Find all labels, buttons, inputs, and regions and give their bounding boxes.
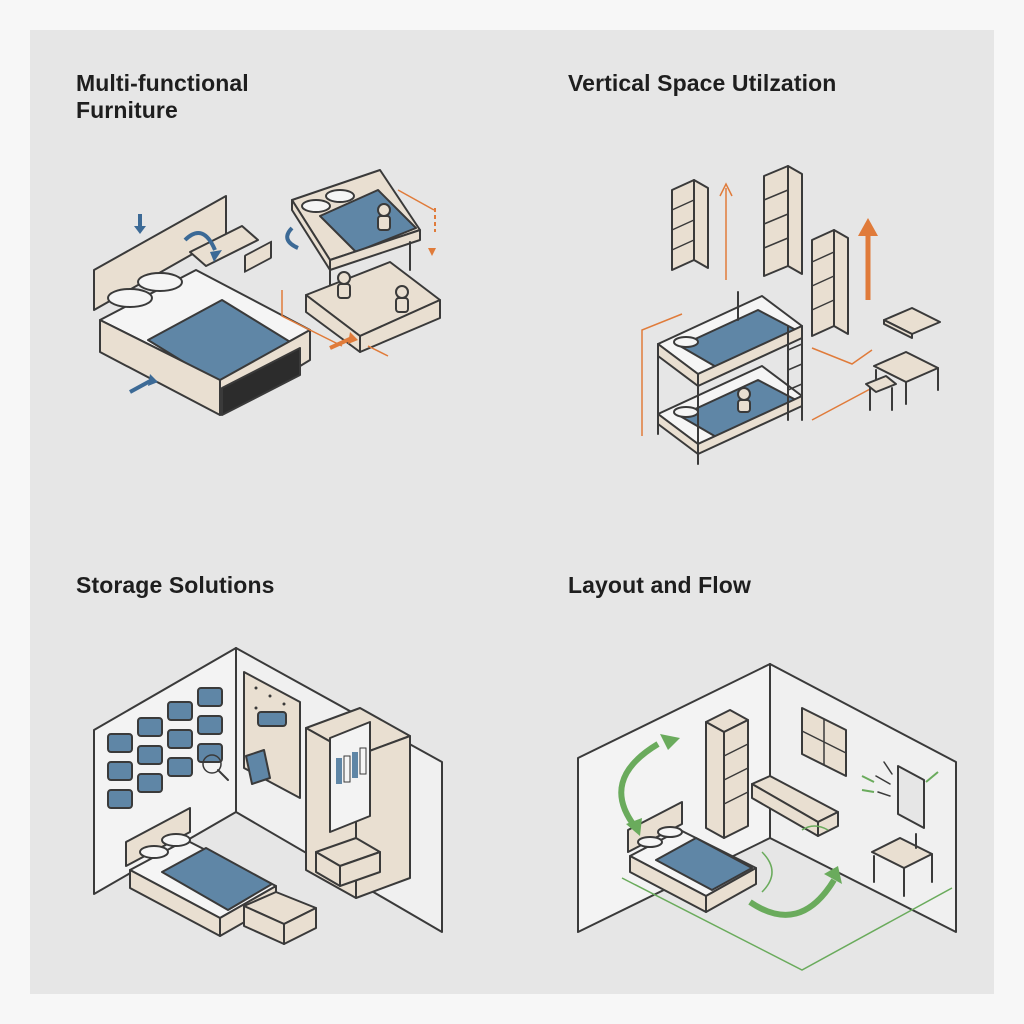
fold-down-desk-icon (183, 225, 259, 267)
panel-title: Layout and Flow (568, 572, 751, 599)
panel-title-line-1: Layout and Flow (568, 572, 751, 598)
window-icon (801, 707, 847, 777)
wardrobe-icon (305, 707, 411, 899)
panel-layout-and-flow: Layout and Flow (512, 512, 994, 994)
mirror-icon (875, 761, 925, 829)
panel-multi-functional-furniture: Multi-functional Furniture (30, 30, 512, 512)
panel-storage-solutions: Storage Solutions (30, 512, 512, 994)
bed-icon (125, 807, 277, 937)
infographic-sheet: Multi-functional Furniture (30, 30, 994, 994)
pegboard-icon (202, 671, 301, 799)
ottoman-icon (243, 891, 317, 945)
layout-flow-illustration (577, 663, 957, 971)
panel-title: Vertical Space Utilzation (568, 70, 836, 97)
panel-title: Multi-functional Furniture (76, 70, 249, 124)
panel-title-line-1: Storage Solutions (76, 572, 275, 598)
tall-shelf-icon (705, 709, 749, 839)
flow-arrow-icon (618, 734, 953, 971)
multi-functional-illustration (93, 169, 441, 416)
desk-unit-icon (751, 775, 933, 897)
panel-vertical-space-utilization: Vertical Space Utilzation (512, 30, 994, 512)
loft-sofa-icon (281, 169, 441, 357)
tall-shelf-icon (671, 165, 849, 337)
wall-desk-icon (865, 307, 941, 411)
bed-icon (627, 801, 757, 913)
storage-illustration (93, 647, 443, 945)
bunk-bed-icon (657, 291, 803, 465)
up-arrow-icon (641, 182, 878, 436)
panel-title: Storage Solutions (76, 572, 275, 599)
vertical-space-illustration (641, 165, 941, 465)
panel-title-line-2: Furniture (76, 97, 178, 123)
panel-title-line-1: Vertical Space Utilzation (568, 70, 837, 96)
storage-bed-icon (93, 195, 311, 416)
wall-bins-icon (107, 687, 223, 809)
panel-title-line-1: Multi-functional (76, 70, 249, 96)
